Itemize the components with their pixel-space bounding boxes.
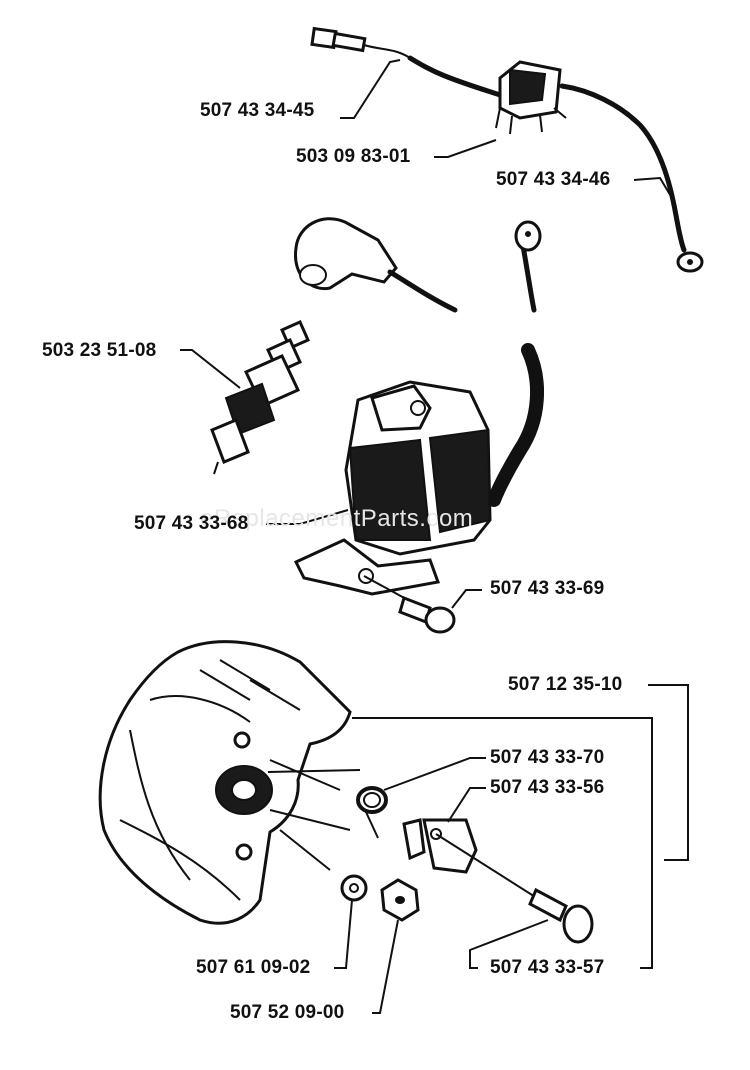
label-module-screw: 507 43 33-69 [490,578,605,599]
washer-part [340,874,368,902]
cable-ring-terminal-part [559,83,704,273]
cable-connector-part [310,26,503,98]
label-nut: 507 52 09-00 [230,1002,345,1023]
label-cable-a: 507 43 34-45 [200,100,315,121]
label-ignition-module: 507 43 33-68 [134,513,249,534]
label-pawl-screw: 507 43 33-57 [490,957,605,978]
nut-part [380,878,420,922]
stop-switch-part [495,60,567,135]
label-washer: 507 61 09-02 [196,957,311,978]
pawl-screw-part [435,833,594,944]
label-spark-plug: 503 23 51-08 [42,340,157,361]
label-cable-b: 507 43 34-46 [496,169,611,190]
leader-lines [180,59,689,1014]
ignition-module-part [293,220,544,596]
spring-part [356,786,388,839]
label-spring: 507 43 33-70 [490,747,605,768]
spark-plug-boot-part [294,217,458,313]
label-switch: 503 09 83-01 [296,146,411,167]
pawl-part [402,818,478,874]
watermark: eReplacementParts.com [200,505,474,532]
label-pawl: 507 43 33-56 [490,777,605,798]
module-screw-part [363,575,456,634]
label-starter-kit: 507 12 35-10 [508,674,623,695]
spark-plug-part [210,320,310,475]
flywheel-part [98,640,361,925]
